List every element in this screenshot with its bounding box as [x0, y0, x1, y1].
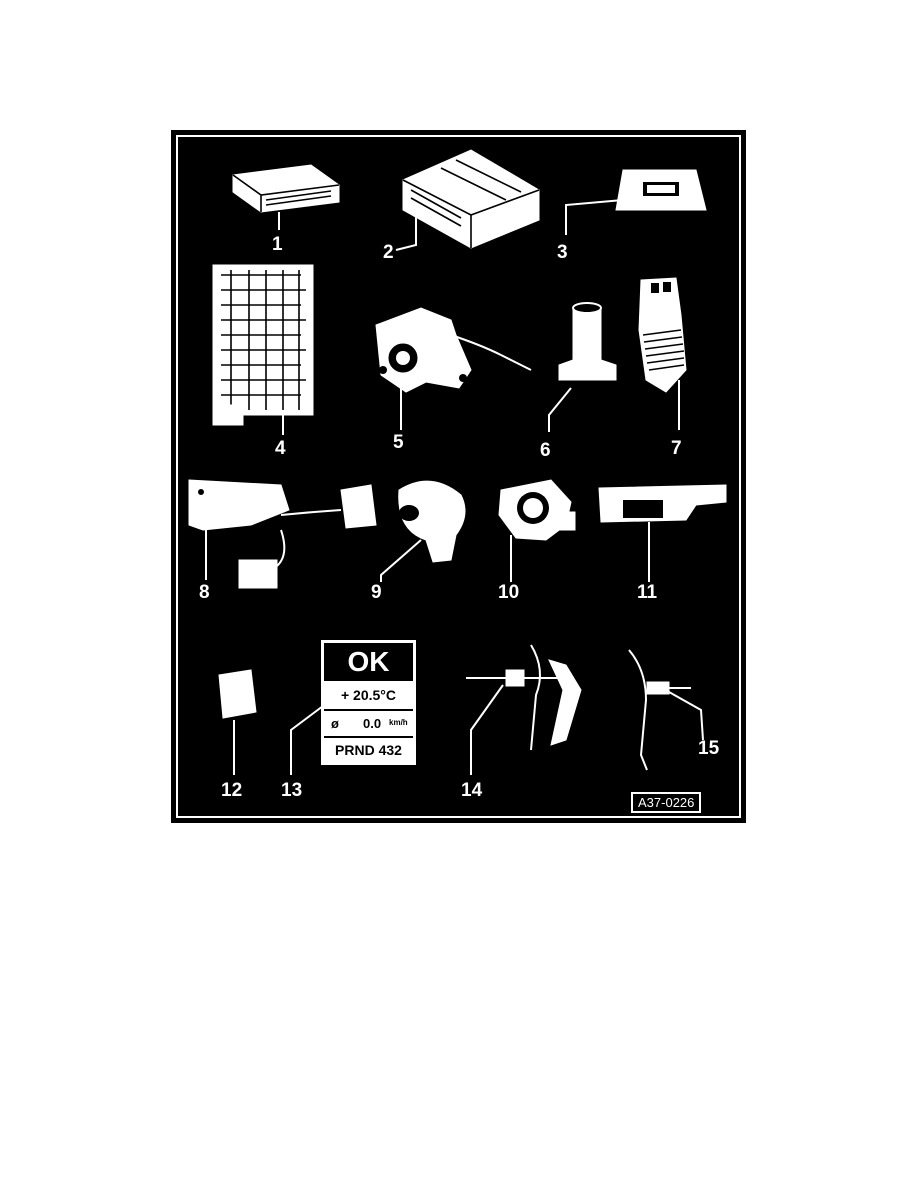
- label-14: 14: [461, 780, 483, 801]
- part-12-relay: [218, 669, 257, 775]
- part-8-bracket-harness: [188, 479, 377, 589]
- component-diagram: 1 2 3 4 5 6 7 8 9 10 11 12 13 14 15 OK +…: [171, 130, 746, 823]
- label-11: 11: [637, 582, 658, 603]
- label-5: 5: [393, 432, 404, 453]
- diagram-canvas: [176, 135, 741, 818]
- label-9: 9: [371, 582, 382, 603]
- label-1: 1: [272, 234, 283, 255]
- part-4-valve-body: [212, 264, 314, 435]
- part-5-multi-function-switch: [375, 307, 532, 430]
- label-2: 2: [383, 242, 394, 263]
- label-12: 12: [221, 780, 243, 801]
- part-14-kickdown-switch: [466, 644, 582, 775]
- part-7-speed-sensor: [638, 277, 687, 430]
- speed-value: 0.0: [363, 716, 382, 731]
- label-10: 10: [498, 582, 520, 603]
- speed-unit: km/h: [389, 718, 408, 727]
- label-8: 8: [199, 582, 210, 603]
- label-6: 6: [540, 440, 551, 461]
- label-7: 7: [671, 438, 682, 459]
- part-11-lever-lock: [598, 484, 727, 582]
- label-15: 15: [698, 738, 720, 759]
- part-6-solenoid: [548, 302, 617, 432]
- label-4: 4: [275, 438, 286, 459]
- label-3: 3: [557, 242, 568, 263]
- figure-code: A37-0226: [631, 792, 702, 813]
- part-1-control-unit: [232, 164, 340, 230]
- speed-symbol: ø: [331, 716, 339, 731]
- display-status: OK: [347, 646, 390, 677]
- label-13: 13: [281, 780, 303, 801]
- diagram-frame: [176, 135, 741, 818]
- part-9-rotary-sensor: [380, 480, 466, 582]
- part-3-connector: [565, 169, 707, 235]
- part-13-display-panel: [290, 640, 416, 775]
- part-10-pressure-sensor: [498, 479, 576, 582]
- display-temperature: + 20.5°C: [340, 687, 397, 703]
- part-15-brake-switch: [628, 649, 704, 771]
- part-2-control-unit: [395, 149, 540, 251]
- display-gear-positions: PRND 432: [335, 742, 402, 758]
